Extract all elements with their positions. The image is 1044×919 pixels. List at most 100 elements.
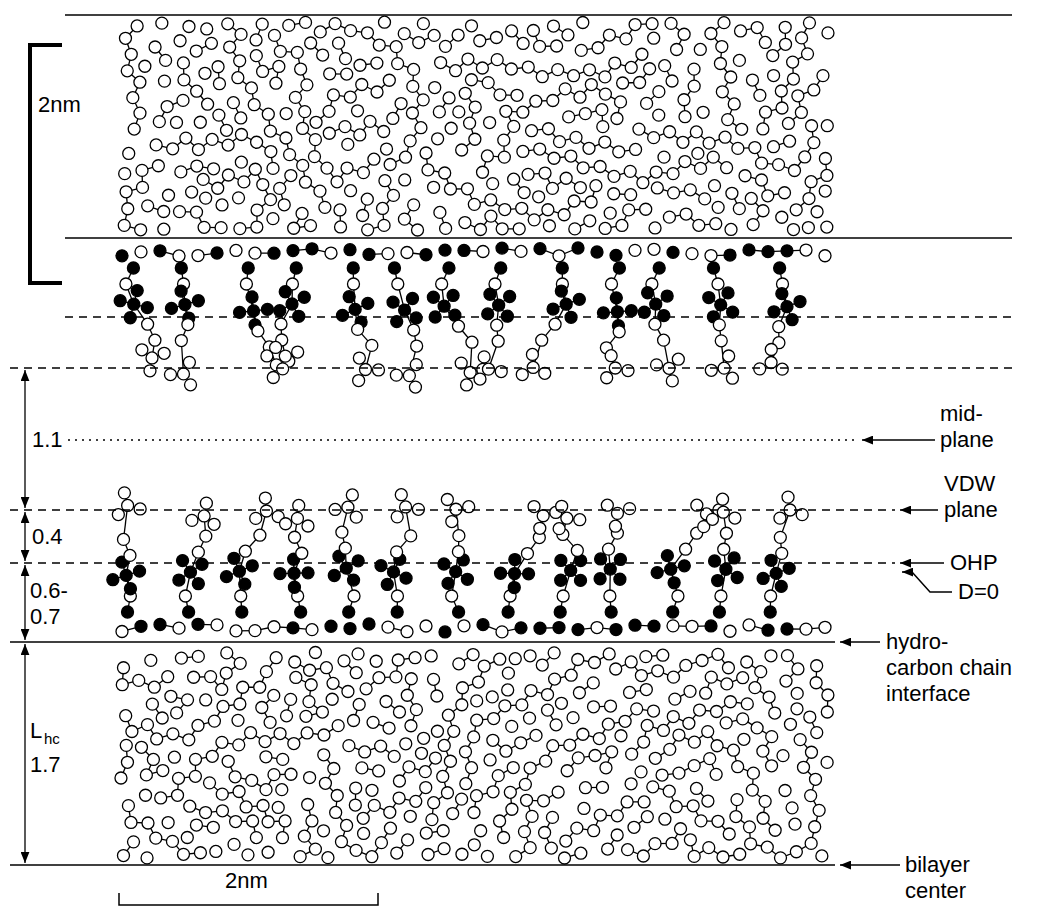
atom [259, 736, 271, 748]
atom [794, 296, 806, 308]
atom [158, 347, 170, 359]
atom [792, 663, 804, 675]
atom [409, 381, 421, 393]
atom [663, 211, 675, 223]
atom [400, 501, 412, 513]
atom [465, 74, 477, 86]
atom [797, 761, 809, 773]
atom [141, 719, 153, 731]
atom [692, 147, 704, 159]
atom [547, 20, 559, 32]
atom [600, 762, 612, 774]
atom [547, 94, 559, 106]
atom [440, 222, 452, 234]
atom [450, 65, 462, 77]
atom [695, 162, 707, 174]
atom [784, 135, 796, 147]
atom [348, 590, 360, 602]
atom [478, 660, 490, 672]
atom [279, 350, 291, 362]
atom [341, 68, 353, 80]
atom [302, 799, 314, 811]
atom [177, 368, 189, 380]
atom [200, 807, 212, 819]
atom [233, 739, 245, 751]
atom [342, 138, 354, 150]
atom [420, 620, 432, 632]
atom [441, 787, 453, 799]
atom [762, 190, 774, 202]
atom [588, 825, 600, 837]
atom [381, 143, 393, 155]
atom [334, 204, 346, 216]
atom [610, 663, 622, 675]
atom [665, 17, 677, 29]
atom [381, 578, 393, 590]
atom [548, 647, 560, 659]
atom [240, 801, 252, 813]
atom [344, 244, 356, 256]
atom [443, 92, 455, 104]
atom [309, 134, 321, 146]
atom [705, 28, 717, 40]
atom [232, 72, 244, 84]
atom [177, 94, 189, 106]
atom [712, 815, 724, 827]
atom [134, 76, 146, 88]
atom [549, 673, 561, 685]
atom [722, 114, 734, 126]
atom [669, 693, 681, 705]
atom [613, 262, 625, 274]
atom [569, 223, 581, 235]
atom [686, 248, 698, 260]
atom [498, 832, 510, 844]
atom [670, 801, 682, 813]
atom [136, 344, 148, 356]
atom [260, 784, 272, 796]
atom [547, 740, 559, 752]
atom [484, 117, 496, 129]
atom [712, 575, 724, 587]
atom [780, 675, 792, 687]
atom [577, 162, 589, 174]
atom [401, 247, 413, 259]
atom [623, 204, 635, 216]
atom [614, 573, 626, 585]
atom [265, 194, 277, 206]
atom [615, 96, 627, 108]
atom [156, 17, 168, 29]
atom [780, 38, 792, 50]
atom [350, 511, 362, 523]
atom [302, 567, 314, 579]
atom [735, 25, 747, 37]
atom [306, 815, 318, 827]
atom [629, 244, 641, 256]
atom [585, 196, 597, 208]
atom [500, 105, 512, 117]
atom [707, 151, 719, 163]
atom [625, 61, 637, 73]
atom [378, 219, 390, 231]
atom [478, 351, 490, 363]
atom [439, 626, 451, 638]
atom [775, 85, 787, 97]
atom [534, 522, 546, 534]
atom [290, 262, 302, 274]
atom [496, 626, 508, 638]
atom [555, 574, 567, 586]
atom [212, 61, 224, 73]
atom [123, 147, 135, 159]
atom [494, 653, 506, 665]
atom [118, 533, 130, 545]
atom [116, 625, 128, 637]
atom [251, 204, 263, 216]
atom [805, 746, 817, 758]
atom [485, 194, 497, 206]
atom [519, 778, 531, 790]
atom [819, 621, 831, 633]
atom [267, 162, 279, 174]
atom [641, 719, 653, 731]
atom [246, 560, 258, 572]
atom [648, 32, 660, 44]
atom [486, 691, 498, 703]
